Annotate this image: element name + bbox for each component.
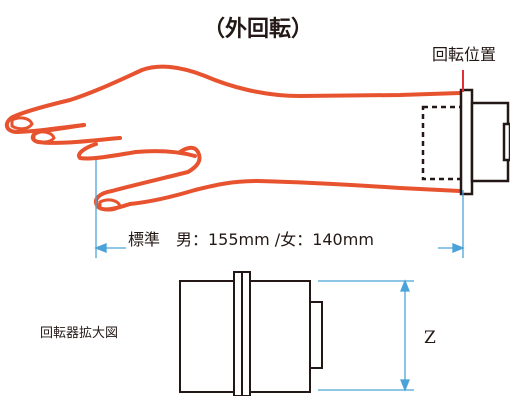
rotation-device bbox=[421, 88, 510, 196]
enlarged-right-body bbox=[249, 280, 311, 393]
palm-crease bbox=[134, 149, 197, 158]
enlarged-flange-left bbox=[233, 271, 243, 396]
device-dashed-body bbox=[421, 105, 467, 181]
z-label: Z bbox=[424, 328, 436, 348]
hand-outline bbox=[4, 64, 462, 212]
middle-fingernail bbox=[32, 130, 56, 144]
enlarged-left-body bbox=[179, 280, 235, 393]
z-dimension bbox=[318, 279, 414, 392]
ring-finger bbox=[77, 142, 138, 161]
rotation-position-label: 回転位置 bbox=[432, 45, 496, 64]
dimension-arrow-left bbox=[94, 243, 107, 253]
hand-lower-contour bbox=[128, 179, 462, 206]
fingernails bbox=[10, 116, 122, 212]
enlarged-flange-right bbox=[241, 271, 251, 396]
thumb-nail bbox=[98, 198, 122, 212]
hand-upper-contour bbox=[4, 64, 462, 134]
enlarged-device bbox=[179, 271, 323, 396]
z-arrow-bottom bbox=[400, 379, 410, 392]
dimension-arrow-right bbox=[452, 243, 465, 253]
enlarged-stub bbox=[309, 301, 323, 369]
enlarged-view-label: 回転器拡大図 bbox=[40, 326, 118, 341]
measurement-label: 標準 男：155mm /女：140mm bbox=[128, 230, 374, 249]
index-fingernail bbox=[10, 116, 34, 131]
device-housing bbox=[470, 101, 510, 183]
device-flange bbox=[459, 88, 474, 196]
z-arrow-top bbox=[400, 279, 410, 292]
device-stub bbox=[502, 122, 510, 162]
diagram-title: （外回転） bbox=[203, 16, 313, 42]
measurement-label-bg bbox=[126, 228, 438, 250]
